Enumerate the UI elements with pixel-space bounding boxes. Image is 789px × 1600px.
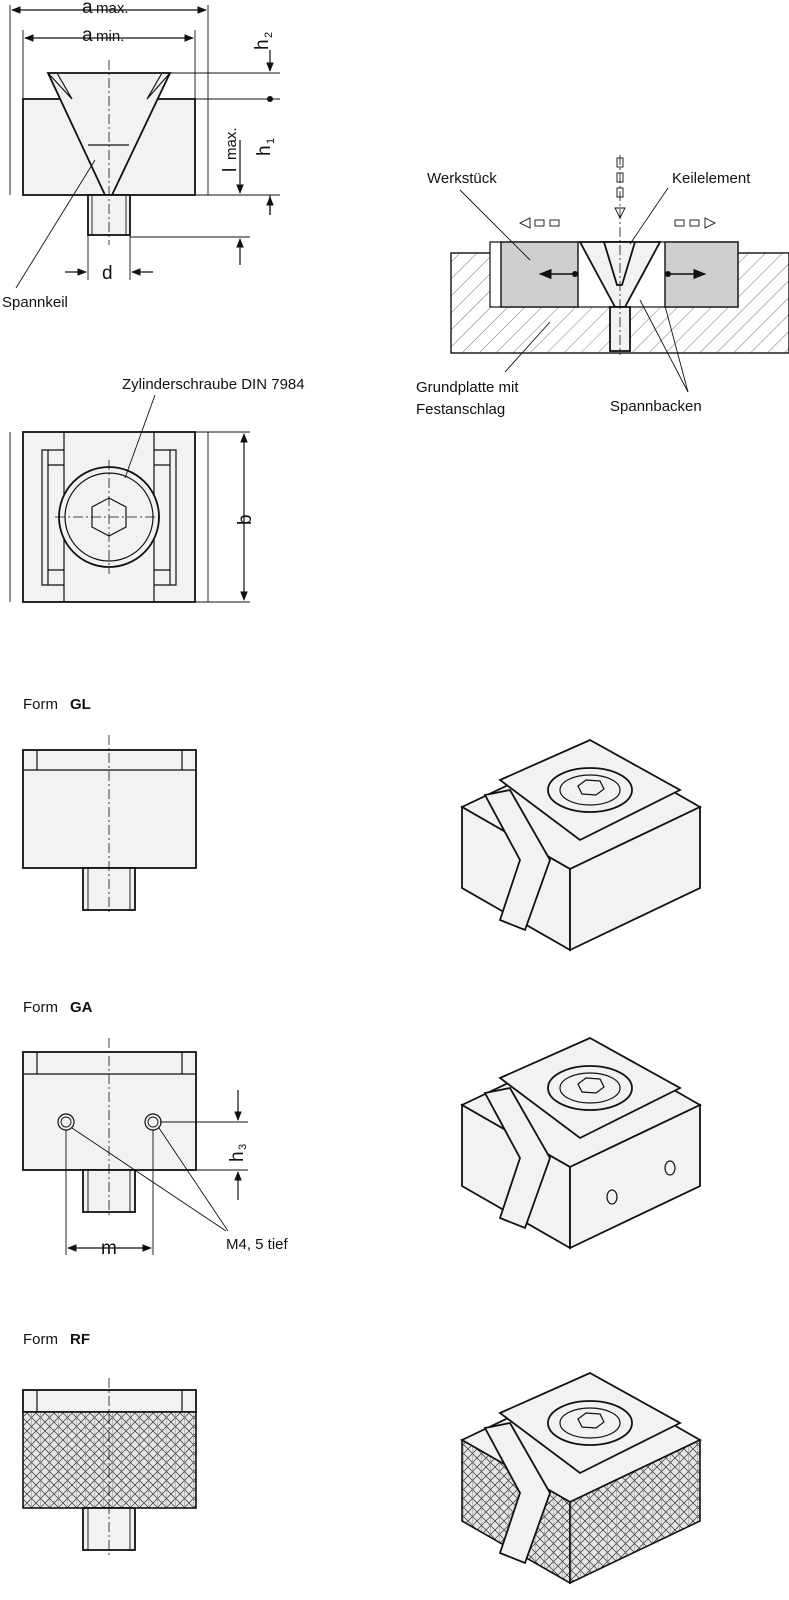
grundplatte-label-line2: Festanschlag (416, 401, 505, 418)
h2-label: h (252, 39, 273, 50)
form-gl-isometric (460, 738, 702, 952)
motion-indicator-right (674, 217, 717, 229)
zylinderschraube-label: Zylinderschraube DIN 7984 (122, 376, 305, 393)
h1-label: h (254, 145, 275, 156)
form-gl-prefix: Form (23, 696, 58, 713)
spannbacken-label: Spannbacken (610, 398, 702, 415)
form-rf-title: RF (70, 1331, 90, 1348)
keilelement-core (602, 241, 637, 286)
rf-iso-right-knurled-face (569, 1438, 701, 1585)
keilelement-label: Keilelement (672, 170, 751, 187)
a-min-label: a (82, 25, 93, 46)
form-rf-top (22, 1389, 197, 1413)
top-view: Zylinderschraube DIN 7984 b (9, 376, 305, 603)
a-max-sublabel: max. (96, 0, 129, 17)
grundplatte-label-line1: Grundplatte mit (416, 379, 519, 396)
ga-iso-hex-socket-icon (577, 1077, 605, 1094)
form-rf: Form RF (22, 1331, 197, 1556)
top-view-notches-right (154, 449, 170, 586)
ga-iso-screw-ring (559, 1072, 621, 1104)
gl-iso-screw-ring (559, 774, 621, 806)
spannkeil-leader (15, 159, 96, 289)
form-rf-prefix: Form (23, 1331, 58, 1348)
h2-reference-dot (267, 96, 273, 102)
form-ga-isometric (460, 1036, 702, 1250)
m-label: m (101, 1238, 117, 1259)
b-label: b (235, 514, 256, 525)
grundplatte-leader (504, 321, 551, 373)
h1-sublabel: 1 (265, 138, 277, 144)
h3-sublabel: 3 (237, 1144, 249, 1150)
jaw-slot-left (46, 72, 73, 100)
screw-leader (124, 394, 156, 479)
l-max-label: l (220, 168, 241, 172)
front-view: a max. a min. h 2 l max. (2, 0, 280, 311)
ga-iso-hole-2 (664, 1160, 676, 1176)
spannbacken-leader-2 (664, 305, 689, 393)
l-max-sublabel: max. (223, 127, 240, 160)
m4-leader-left (71, 1127, 227, 1232)
jaw-slot-right (146, 72, 172, 100)
h3-label: h (227, 1151, 248, 1162)
form-gl-body (22, 749, 197, 869)
form-rf-knurled-body (22, 1411, 197, 1509)
ga-iso-wedge (483, 1086, 551, 1230)
motion-indicator-down (614, 157, 626, 220)
gl-iso-wedge (483, 788, 551, 932)
werkstueck-leader (459, 189, 531, 261)
spannkeil-label: Spannkeil (2, 294, 68, 311)
spannbacken-leader-1 (639, 299, 689, 393)
ga-iso-hole-1 (606, 1189, 618, 1205)
top-view-notches-left (48, 449, 64, 586)
motion-indicator-left (518, 217, 560, 229)
rf-iso-wedge (483, 1421, 551, 1565)
form-ga-body (22, 1051, 197, 1171)
assembly-section-diagram: Werkstück Keilelement Grundplatte mit Fe… (416, 155, 789, 418)
form-ga-title: GA (70, 999, 93, 1016)
form-rf-isometric (460, 1371, 702, 1585)
form-gl: Form GL (22, 696, 197, 915)
rf-iso-screw-ring (559, 1407, 621, 1439)
ga-iso-right-face (569, 1103, 701, 1250)
form-ga-prefix: Form (23, 999, 58, 1016)
h2-sublabel: 2 (263, 32, 275, 38)
keilelement-leader (629, 187, 669, 245)
gl-iso-hex-socket-icon (577, 779, 605, 796)
form-ga: Form GA h 3 m M4, 5 tief (22, 999, 289, 1259)
form-gl-title: GL (70, 696, 91, 713)
m4-hole-left-inner (60, 1116, 72, 1128)
a-max-label: a (82, 0, 93, 18)
top-view-slot-right (169, 449, 177, 586)
m4-label: M4, 5 tief (226, 1236, 289, 1253)
m4-leader-right (158, 1127, 229, 1232)
m4-hole-right-inner (147, 1116, 159, 1128)
rf-iso-hex-socket-icon (577, 1412, 605, 1429)
werkstueck-label: Werkstück (427, 170, 497, 187)
d-label: d (102, 263, 113, 284)
gl-iso-right-face (569, 805, 701, 952)
a-min-sublabel: min. (96, 28, 124, 45)
